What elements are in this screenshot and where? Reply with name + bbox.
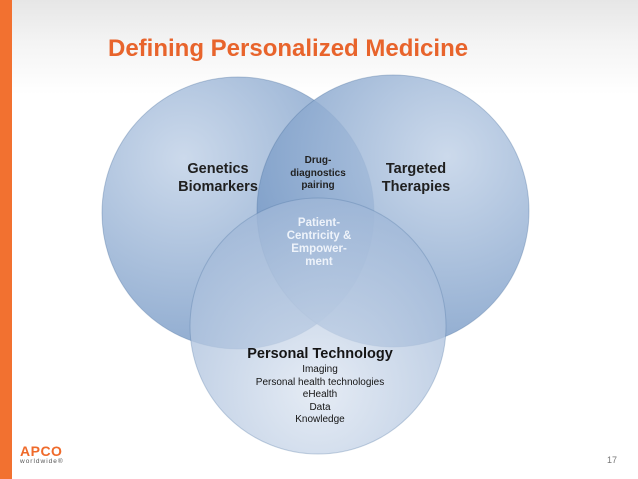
personal-technology-block: Personal Technology Imaging Personal hea… — [220, 346, 420, 427]
drug-diagnostics-label: Drug- diagnostics pairing — [280, 155, 356, 193]
tech-item: Personal health technologies — [255, 376, 385, 388]
label-line: pairing — [301, 180, 335, 191]
targeted-therapies-label: Targeted Therapies — [370, 160, 462, 196]
personal-technology-title: Personal Technology — [247, 346, 393, 362]
slide-title: Defining Personalized Medicine — [108, 35, 469, 62]
tech-item: Data — [309, 401, 331, 413]
label-line: ment — [305, 256, 333, 268]
tech-item: eHealth — [302, 389, 338, 401]
label-line: Biomarkers — [178, 179, 258, 195]
apco-logo: APCO worldwide® — [20, 444, 64, 466]
page-number: 17 — [607, 455, 618, 465]
logo-name: APCO — [20, 443, 63, 459]
genetics-biomarkers-label: Genetics Biomarkers — [170, 160, 266, 196]
label-line: diagnostics — [290, 167, 346, 179]
label-line: Centricity & — [286, 230, 352, 242]
accent-bar — [0, 0, 12, 479]
label-line: Genetics — [187, 161, 249, 177]
header-gradient — [0, 0, 638, 95]
label-line: Empower- — [291, 243, 347, 255]
patient-centricity-label: Patient- Centricity & Empower- ment — [278, 217, 360, 269]
logo-sub: worldwide® — [20, 458, 64, 465]
tech-item: Knowledge — [295, 414, 345, 426]
label-line: Targeted — [385, 161, 447, 177]
label-line: Patient- — [297, 217, 341, 229]
circle-technology — [189, 197, 447, 455]
tech-item: Imaging — [302, 364, 338, 375]
label-line: Drug- — [304, 155, 332, 166]
label-line: Therapies — [381, 179, 451, 195]
